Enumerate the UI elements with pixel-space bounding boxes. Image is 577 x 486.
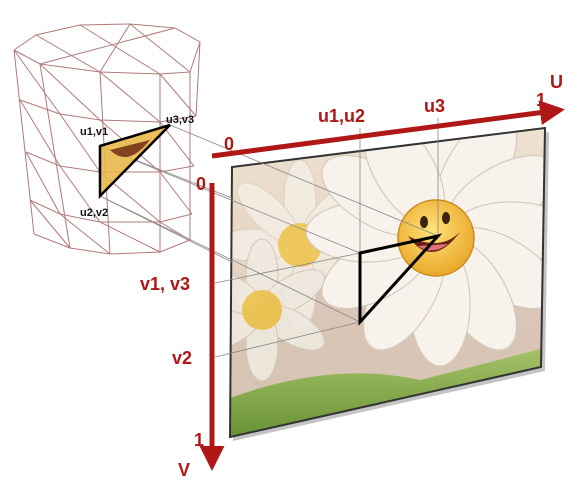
v-axis-name: V	[178, 460, 190, 480]
u-axis	[211, 100, 565, 159]
u-tick-u1u2: u1,u2	[318, 106, 365, 126]
cylinder-mesh	[13, 23, 201, 255]
u-axis-end-label: 1	[536, 90, 546, 110]
u-tick-u3: u3	[424, 96, 445, 116]
mesh-triangle	[98, 123, 171, 200]
u-axis-name: U	[550, 72, 563, 92]
label-u2v2: u2,v2	[80, 207, 108, 219]
v-axis-origin-label: 0	[196, 174, 206, 194]
label-u3v3: u3,v3	[166, 114, 194, 126]
label-u1v1: u1,v1	[80, 126, 108, 138]
texture-frame	[228, 126, 547, 439]
v-axis-end-label: 1	[194, 430, 204, 450]
v-tick-v1v3: v1, v3	[140, 274, 190, 294]
u-axis-origin-label: 0	[224, 134, 234, 154]
texture-triangle	[358, 233, 443, 326]
v-tick-v2: v2	[172, 348, 192, 368]
